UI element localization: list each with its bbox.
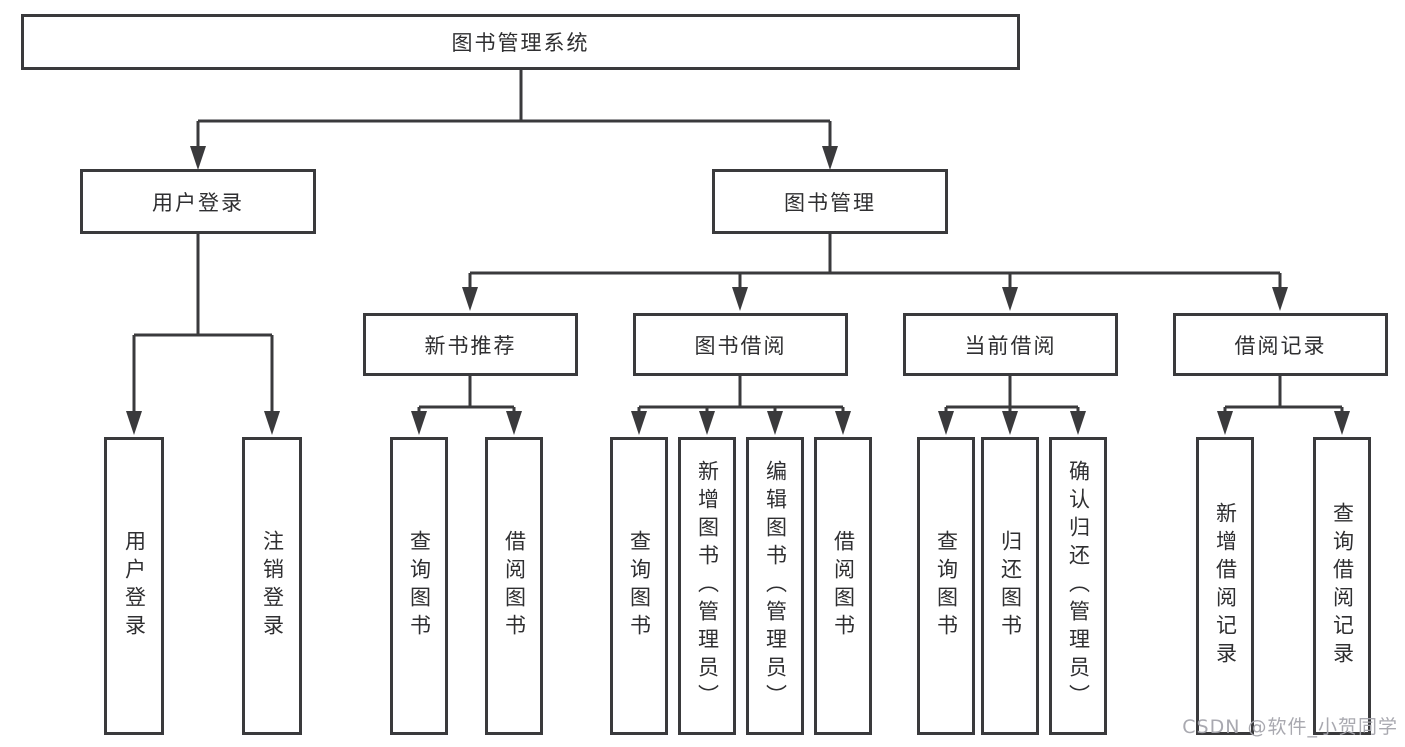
node-leaf-logout: 注销登录: [242, 437, 302, 735]
node-leaf-query-borrow-record: 查询借阅记录: [1313, 437, 1371, 735]
node-new-book-recommend: 新书推荐: [363, 313, 578, 376]
watermark: CSDN @软件_小贺同学: [1182, 716, 1398, 738]
arrowhead: [822, 146, 838, 170]
arrowhead: [767, 411, 783, 435]
node-leaf-logout-label: 注销登录: [260, 530, 285, 642]
node-leaf-confirm-return-admin-label: 确认归还（管理员）: [1066, 460, 1091, 712]
arrowhead: [938, 411, 954, 435]
arrowhead: [1272, 287, 1288, 311]
node-root-label: 图书管理系统: [451, 31, 590, 55]
node-leaf-borrow-books-recommend: 借阅图书: [485, 437, 543, 735]
connector-user-login-to-leaves: [132, 234, 274, 412]
node-leaf-user-login: 用户登录: [104, 437, 164, 735]
node-leaf-query-borrow-record-label: 查询借阅记录: [1330, 502, 1355, 670]
node-user-login-label: 用户登录: [152, 190, 244, 215]
node-leaf-edit-books-admin: 编辑图书（管理员）: [746, 437, 804, 735]
node-leaf-query-books-borrowing: 查询图书: [610, 437, 668, 735]
arrowhead: [1334, 411, 1350, 435]
arrowhead: [462, 287, 478, 311]
node-book-management-label: 图书管理: [784, 190, 876, 215]
arrowhead: [264, 411, 280, 435]
node-leaf-borrow-books-borrowing: 借阅图书: [814, 437, 872, 735]
node-leaf-query-books-borrowing-label: 查询图书: [627, 530, 652, 642]
arrowhead: [835, 411, 851, 435]
node-leaf-edit-books-admin-label: 编辑图书（管理员）: [763, 460, 788, 712]
node-new-book-recommend-label: 新书推荐: [424, 333, 517, 358]
node-root: 图书管理系统: [21, 14, 1020, 70]
arrowhead: [126, 411, 142, 435]
connector-book-borrowing-to-leaves: [637, 376, 845, 413]
node-user-login: 用户登录: [80, 169, 316, 234]
arrowhead: [506, 411, 522, 435]
connector-current-borrowing-to-leaves: [944, 376, 1080, 413]
node-current-borrowing: 当前借阅: [903, 313, 1118, 376]
node-book-borrowing: 图书借阅: [633, 313, 848, 376]
node-leaf-add-books-admin-label: 新增图书（管理员）: [695, 460, 720, 712]
node-leaf-add-books-admin: 新增图书（管理员）: [678, 437, 736, 735]
node-leaf-query-books-recommend: 查询图书: [390, 437, 448, 735]
arrowheads: [126, 146, 1350, 435]
arrowhead: [699, 411, 715, 435]
node-current-borrowing-label: 当前借阅: [964, 333, 1057, 358]
connector-lines: [132, 70, 1344, 413]
node-book-borrowing-label: 图书借阅: [694, 333, 787, 358]
node-leaf-return-books-label: 归还图书: [998, 530, 1023, 642]
arrowhead: [190, 146, 206, 170]
node-leaf-query-books-current-label: 查询图书: [934, 530, 959, 642]
node-leaf-return-books: 归还图书: [981, 437, 1039, 735]
node-leaf-query-books-recommend-label: 查询图书: [407, 530, 432, 642]
node-leaf-user-login-label: 用户登录: [122, 530, 147, 642]
node-borrowing-records-label: 借阅记录: [1234, 333, 1327, 358]
node-leaf-add-borrow-record: 新增借阅记录: [1196, 437, 1254, 735]
arrowhead: [1002, 287, 1018, 311]
arrowhead: [631, 411, 647, 435]
arrowhead: [1217, 411, 1233, 435]
connector-root-to-level2: [196, 70, 832, 150]
arrowhead: [1070, 411, 1086, 435]
connector-book-management-to-level3: [468, 234, 1282, 290]
node-borrowing-records: 借阅记录: [1173, 313, 1388, 376]
arrowhead: [1002, 411, 1018, 435]
node-leaf-query-books-current: 查询图书: [917, 437, 975, 735]
node-book-management: 图书管理: [712, 169, 948, 234]
node-leaf-borrow-books-recommend-label: 借阅图书: [502, 530, 527, 642]
node-leaf-add-borrow-record-label: 新增借阅记录: [1213, 502, 1238, 670]
arrowhead: [411, 411, 427, 435]
arrowhead: [732, 287, 748, 311]
node-leaf-borrow-books-borrowing-label: 借阅图书: [831, 530, 856, 642]
connector-new-book-recommend-to-leaves: [417, 376, 516, 413]
connector-borrowing-records-to-leaves: [1223, 376, 1344, 413]
node-leaf-confirm-return-admin: 确认归还（管理员）: [1049, 437, 1107, 735]
